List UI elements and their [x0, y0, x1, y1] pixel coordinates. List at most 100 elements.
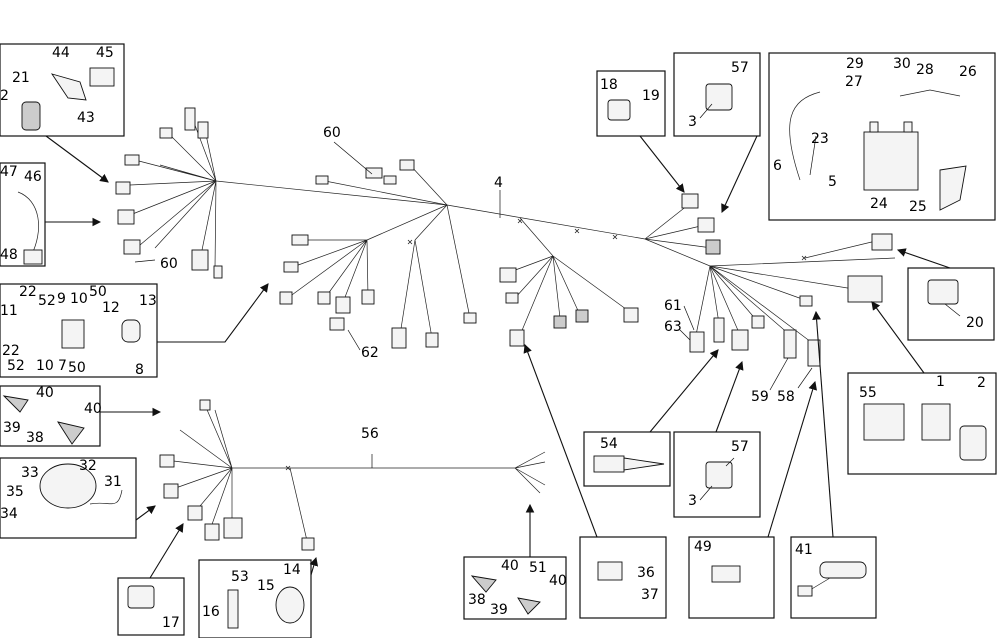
part-39-alt — [517, 597, 541, 615]
callout-3-bottom: 3 — [688, 493, 697, 509]
part-21 — [21, 101, 41, 131]
part-54 — [593, 455, 625, 473]
connector — [799, 295, 813, 307]
callout-60-bottom: 60 — [160, 256, 178, 272]
callout-36: 36 — [637, 565, 655, 581]
callout-44: 44 — [52, 45, 70, 61]
connector — [124, 154, 140, 166]
callout-45: 45 — [96, 45, 114, 61]
connector — [463, 312, 477, 324]
callout-6: 6 — [773, 158, 782, 174]
callout-22-top: 22 — [19, 284, 37, 300]
part-55 — [863, 403, 905, 441]
part-44 — [50, 73, 87, 101]
part-9 — [61, 319, 85, 349]
callout-27: 27 — [845, 74, 863, 90]
connector — [505, 292, 519, 304]
callout-10-bottom: 10 — [36, 358, 54, 374]
callout-40-a: 40 — [36, 385, 54, 401]
part-38-alt — [470, 575, 497, 593]
callout-63: 63 — [664, 319, 682, 335]
connector — [283, 261, 299, 273]
harness-marks — [285, 218, 807, 471]
callout-41: 41 — [795, 542, 813, 558]
callout-56: 56 — [361, 426, 379, 442]
callout-21: 21 — [12, 70, 30, 86]
callout-35: 35 — [6, 484, 24, 500]
callout-60-top: 60 — [323, 125, 341, 141]
callout-4: 4 — [494, 175, 503, 191]
part-48 — [23, 249, 43, 265]
connector — [197, 121, 209, 139]
callout-34: 34 — [0, 506, 18, 522]
callout-37: 37 — [641, 587, 659, 603]
connector — [697, 217, 715, 233]
connector — [553, 315, 567, 329]
callout-52-top: 52 — [38, 293, 56, 309]
callout-23: 23 — [811, 131, 829, 147]
connector — [159, 454, 175, 468]
connector — [391, 327, 407, 349]
callout-43: 43 — [77, 110, 95, 126]
connector — [159, 127, 173, 139]
arrows — [45, 135, 951, 579]
connector — [731, 329, 749, 351]
callout-1: 1 — [936, 374, 945, 390]
callout-46: 46 — [24, 169, 42, 185]
connector — [163, 483, 179, 499]
part-41-plug — [797, 585, 813, 597]
callout-59: 59 — [751, 389, 769, 405]
callout-28: 28 — [916, 62, 934, 78]
part-45 — [89, 67, 115, 87]
callout-62: 62 — [361, 345, 379, 361]
part-13 — [121, 319, 141, 343]
callout-39-a: 39 — [3, 420, 21, 436]
callout-53: 53 — [231, 569, 249, 585]
connector — [115, 181, 131, 195]
callout-54: 54 — [600, 436, 618, 452]
connector — [399, 159, 415, 171]
inset-parts — [2, 67, 987, 629]
callout-14: 14 — [283, 562, 301, 578]
callout-29: 29 — [846, 56, 864, 72]
callout-2: 2 — [977, 375, 986, 391]
connector — [847, 275, 883, 303]
connector — [689, 331, 705, 353]
callout-52-bottom: 52 — [7, 358, 25, 374]
harness-connectors — [115, 107, 893, 551]
callout-25: 25 — [909, 199, 927, 215]
part-32 — [39, 463, 97, 509]
callout-50-top: 50 — [89, 284, 107, 300]
callout-16: 16 — [202, 604, 220, 620]
callout-47: 47 — [0, 164, 18, 180]
callout-8: 8 — [135, 362, 144, 378]
callout-48: 48 — [0, 247, 18, 263]
harness-wires — [129, 111, 896, 546]
connector — [213, 265, 223, 279]
connector — [291, 234, 309, 246]
inset-boxes — [0, 43, 997, 638]
part-39 — [2, 395, 29, 413]
connector — [807, 339, 821, 367]
inset-44-45 — [0, 43, 125, 137]
connector — [279, 291, 293, 305]
callout-51: 51 — [529, 560, 547, 576]
callout-40-d: 40 — [549, 573, 567, 589]
inset-36-37 — [579, 536, 667, 619]
connector — [361, 289, 375, 305]
connector — [117, 209, 135, 225]
connector — [499, 267, 517, 283]
connector — [623, 307, 639, 323]
callout-50-bottom: 50 — [68, 360, 86, 376]
callout-15: 15 — [257, 578, 275, 594]
callout-13: 13 — [139, 293, 157, 309]
callout-57-bottom: 57 — [731, 439, 749, 455]
part-1 — [921, 403, 951, 441]
connector — [425, 332, 439, 348]
connector — [329, 317, 345, 331]
part-38 — [57, 421, 85, 445]
callout-2-partial: 2 — [0, 88, 9, 104]
part-36 — [597, 561, 623, 581]
